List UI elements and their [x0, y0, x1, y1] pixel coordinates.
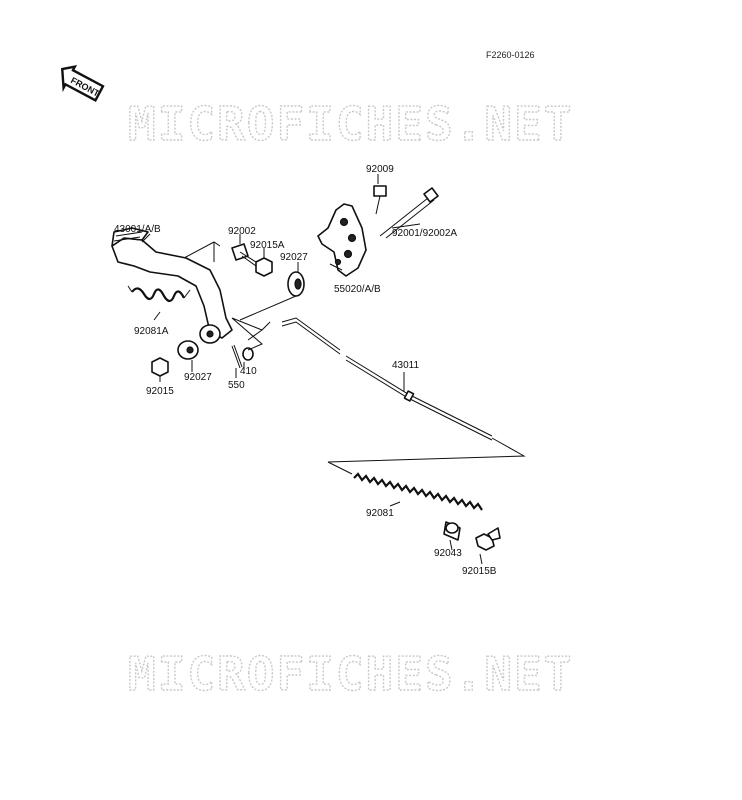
label-92027-lower: 92027 [184, 372, 212, 383]
label-43001: 43001/A/B [114, 224, 161, 235]
label-55020: 55020/A/B [334, 284, 381, 295]
collar-92027-lower [177, 340, 199, 360]
washer-410 [242, 347, 254, 361]
break-line [327, 437, 526, 475]
label-92015: 92015 [146, 386, 174, 397]
cotter-pin-550 [231, 344, 243, 369]
pivot-92043 [443, 521, 461, 541]
brake-rod-43011 [281, 317, 493, 441]
label-92027-upper: 92027 [280, 252, 308, 263]
label-92081A: 92081A [134, 326, 169, 337]
assembly-lines [183, 241, 297, 351]
brake-pedal [111, 227, 233, 344]
label-43011: 43011 [392, 360, 420, 371]
spring-92081 [353, 472, 483, 511]
spring-92081A [131, 287, 185, 303]
diagram-code: F2260-0126 [486, 50, 535, 60]
bolt-92009 [373, 185, 387, 215]
bracket-55020 [317, 203, 367, 277]
bolt-92001 [379, 187, 439, 239]
wing-nut-92015B [475, 527, 501, 551]
label-92009: 92009 [366, 164, 394, 175]
nut-92015 [151, 357, 169, 377]
leader-lines [141, 174, 483, 565]
label-92015A: 92015A [250, 240, 285, 251]
label-410: 410 [240, 366, 257, 377]
label-92002: 92002 [228, 226, 256, 237]
label-92015B: 92015B [462, 566, 497, 577]
nut-92015A [255, 257, 273, 277]
label-92081: 92081 [366, 508, 394, 519]
label-92043: 92043 [434, 548, 462, 559]
collar-92027-upper [287, 271, 305, 297]
watermark-bottom: MICROFICHES.NET [128, 647, 573, 701]
watermark-top: MICROFICHES.NET [128, 97, 573, 151]
label-92001: 92001/92002A [392, 228, 457, 239]
label-550: 550 [228, 380, 245, 391]
bolt-92002 [231, 243, 257, 267]
front-arrow-icon: FRONT [60, 65, 105, 102]
